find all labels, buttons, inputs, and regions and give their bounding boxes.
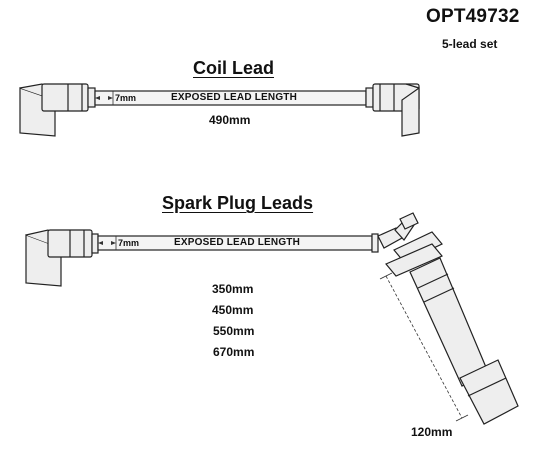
boot-dim-end (455, 414, 469, 422)
coil-length: 490mm (209, 113, 251, 127)
boot-dimension-line (385, 275, 463, 419)
spark-end-dimension: 7mm (118, 238, 140, 248)
spark-length-2: 450mm (212, 303, 254, 317)
boot-length: 120mm (411, 425, 453, 439)
coil-lead-title: Coil Lead (193, 58, 275, 78)
spark-length-3: 550mm (213, 324, 255, 338)
coil-lead-left-boot (19, 83, 96, 137)
set-label: 5-lead set (442, 37, 498, 51)
part-number: OPT49732 (426, 6, 520, 27)
spark-plug-boot (371, 212, 519, 425)
boot-dim-start (379, 272, 393, 280)
coil-exposed-label: EXPOSED LEAD LENGTH (171, 92, 298, 103)
spark-plug-leads-title: Spark Plug Leads (162, 193, 314, 213)
spark-exposed-label: EXPOSED LEAD LENGTH (174, 237, 301, 248)
coil-lead-right-boot (365, 83, 420, 137)
spark-length-4: 670mm (213, 345, 255, 359)
spark-length-1: 350mm (212, 282, 254, 296)
coil-end-dimension: 7mm (115, 93, 137, 103)
spark-lead-left-boot (25, 229, 99, 287)
